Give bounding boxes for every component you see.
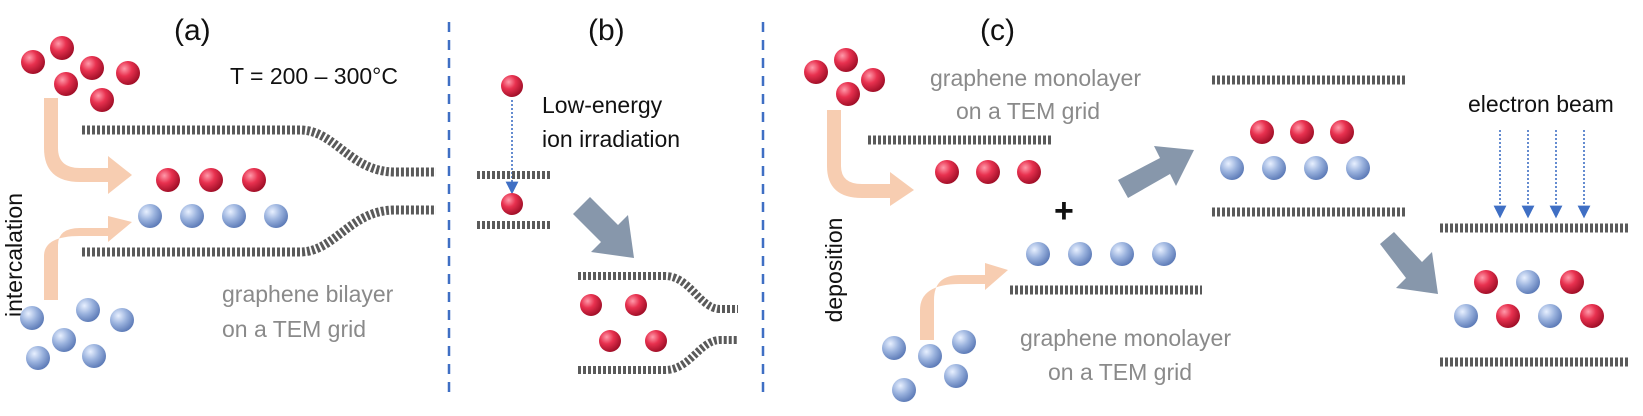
blue-atom xyxy=(180,204,204,228)
monolayer-bottom-label-line2: on a TEM grid xyxy=(1048,359,1192,385)
graphene-sheet xyxy=(578,336,738,374)
red-atom xyxy=(1474,270,1498,294)
blue-atom xyxy=(52,328,76,352)
blue-atom xyxy=(264,204,288,228)
red-atom xyxy=(1330,120,1354,144)
curved-arrow-blue xyxy=(920,263,1008,340)
irradiation-label-line1: Low-energy xyxy=(542,92,663,118)
graphene-sheet xyxy=(82,125,436,177)
curved-arrow-red xyxy=(44,98,132,194)
blue-atom xyxy=(892,378,916,402)
red-atom xyxy=(156,168,180,192)
blue-atom xyxy=(1152,242,1176,266)
intercalation-label: intercalation xyxy=(1,193,27,317)
bilayer-label-line2: on a TEM grid xyxy=(222,316,366,342)
red-atom xyxy=(1250,120,1274,144)
curved-arrow-blue xyxy=(44,216,132,300)
blue-atom xyxy=(1304,156,1328,180)
red-atom xyxy=(976,160,1000,184)
red-atom xyxy=(1290,120,1314,144)
process-arrow xyxy=(1118,146,1194,198)
blue-atom xyxy=(222,204,246,228)
panel-label-a: (a) xyxy=(174,14,211,47)
red-atom xyxy=(199,168,223,192)
blue-atom xyxy=(882,336,906,360)
blue-atom xyxy=(1454,304,1478,328)
blue-atom xyxy=(76,298,100,322)
blue-atom xyxy=(1538,304,1562,328)
red-atom xyxy=(1560,270,1584,294)
blue-atom xyxy=(952,330,976,354)
blue-atom xyxy=(82,344,106,368)
red-atom xyxy=(861,68,885,92)
red-atom xyxy=(21,50,45,74)
red-atom xyxy=(935,160,959,184)
blue-atom xyxy=(1346,156,1370,180)
blue-atom xyxy=(1262,156,1286,180)
curved-arrow-red xyxy=(827,110,914,206)
monolayer-top-label-line1: graphene monolayer xyxy=(930,65,1141,91)
panel-label-c: (c) xyxy=(980,14,1015,47)
red-atom xyxy=(804,60,828,84)
red-atom xyxy=(116,61,140,85)
panel-c: deposition graphene monolayer on a TEM g… xyxy=(804,48,1630,402)
red-atom xyxy=(54,72,78,96)
red-atom xyxy=(834,48,858,72)
blue-atom xyxy=(1516,270,1540,294)
bilayer-label-line1: graphene bilayer xyxy=(222,281,394,307)
red-atom xyxy=(599,330,621,352)
red-atom xyxy=(836,82,860,106)
blue-atom xyxy=(944,364,968,388)
red-atom xyxy=(1017,160,1041,184)
panel-b: Low-energy ion irradiation xyxy=(477,75,738,374)
blue-atom xyxy=(1026,242,1050,266)
blue-atom xyxy=(918,344,942,368)
red-atom xyxy=(1496,304,1520,328)
monolayer-top-label-line2: on a TEM grid xyxy=(956,98,1100,124)
irradiation-label-line2: ion irradiation xyxy=(542,126,680,152)
temperature-label: T = 200 – 300°C xyxy=(230,63,398,89)
panel-label-b: (b) xyxy=(588,14,625,47)
blue-atom xyxy=(138,204,162,228)
monolayer-bottom-label-line1: graphene monolayer xyxy=(1020,325,1231,351)
panel-a: T = 200 – 300°C intercalation graphene b… xyxy=(1,36,436,370)
red-atom xyxy=(80,56,104,80)
blue-atom xyxy=(26,346,50,370)
process-arrow xyxy=(573,197,634,258)
red-atom xyxy=(625,294,647,316)
deposition-label: deposition xyxy=(821,218,847,323)
red-atom xyxy=(50,36,74,60)
red-atom xyxy=(501,193,523,215)
blue-atom xyxy=(1220,156,1244,180)
electron-beam-label: electron beam xyxy=(1468,91,1614,117)
blue-atom xyxy=(1068,242,1092,266)
red-atom xyxy=(1580,304,1604,328)
red-atom xyxy=(242,168,266,192)
graphene-sheet xyxy=(82,205,436,257)
red-atom xyxy=(645,330,667,352)
graphene-sheet xyxy=(578,272,738,313)
blue-atom xyxy=(110,308,134,332)
red-atom xyxy=(90,88,114,112)
blue-atom xyxy=(1110,242,1134,266)
red-atom xyxy=(580,294,602,316)
blue-atom xyxy=(20,306,44,330)
red-atom xyxy=(501,75,523,97)
process-arrow xyxy=(1380,232,1438,294)
plus-sign: + xyxy=(1054,192,1074,230)
